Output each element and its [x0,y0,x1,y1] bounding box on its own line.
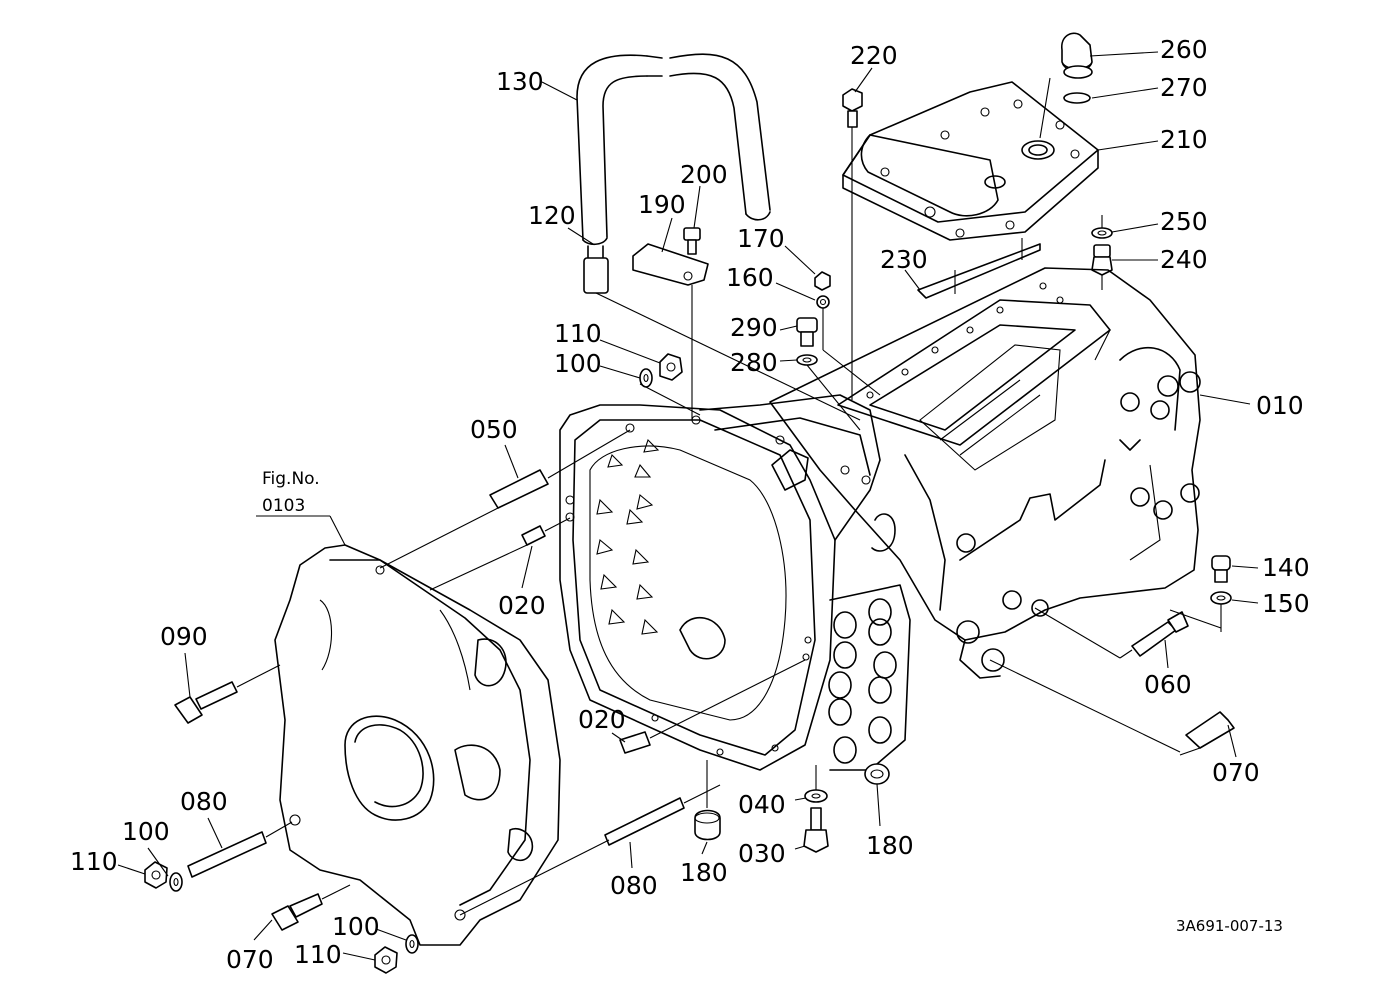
part-bolt-240 [1091,244,1113,290]
part-fitting-120 [583,245,861,421]
callout-240: 240 [1160,245,1208,274]
part-plug-140 [1211,555,1231,583]
callout-220: 220 [850,41,898,70]
callout-100-bottom: 100 [332,912,380,941]
callout-140: 140 [1262,553,1310,582]
part-stud-080-left [187,821,293,878]
callout-050: 050 [470,415,518,444]
callout-250: 250 [1160,207,1208,236]
callout-020-lower: 020 [578,705,626,734]
drawing-code: 3A691-007-13 [1176,917,1283,935]
part-engine-plate-fig0103 [274,544,561,946]
callout-180-center: 180 [680,858,728,887]
callout-200: 200 [680,160,728,189]
callout-labels: 130 220 260 270 210 200 190 120 170 250 … [70,35,1310,974]
callout-070-right: 070 [1212,758,1260,787]
callout-080-left: 080 [180,787,228,816]
part-nut-110-bottom [374,946,398,974]
figure-ref-line2: 0103 [262,496,305,516]
callout-110-upper: 110 [554,319,602,348]
callout-270: 270 [1160,73,1208,102]
callout-110-bottom: 110 [294,940,342,969]
figure-ref-line1: Fig.No. [262,469,320,489]
part-washer-150 [1169,591,1232,632]
callout-120: 120 [528,201,576,230]
callout-080-right: 080 [610,871,658,900]
part-o-ring-270 [1039,77,1091,139]
part-stud-050 [379,429,631,569]
callout-170: 170 [737,224,785,253]
callout-100-upper: 100 [554,349,602,378]
part-washer-100-bottom [405,934,419,954]
callout-070-left: 070 [226,945,274,974]
part-clutch-housing [559,394,911,771]
part-nut-110-upper [659,353,683,381]
callout-130: 130 [496,67,544,96]
callout-180-right: 180 [866,831,914,860]
callout-030: 030 [738,839,786,868]
callout-060: 060 [1144,670,1192,699]
callout-280: 280 [730,348,778,377]
callout-010: 010 [1256,391,1304,420]
part-washer-100-left [169,872,183,892]
part-pin-020-upper [429,517,571,591]
part-cover-210 [842,81,1099,241]
callout-100-left: 100 [122,817,170,846]
part-bolt-200 [683,227,701,420]
callout-230: 230 [880,245,928,274]
part-bolt-070-left [271,884,351,931]
part-gasket-230 [917,238,1041,299]
part-washer-250 [1091,215,1113,239]
part-plug-180-center [694,760,721,841]
part-bolt-220 [842,88,863,400]
leader-lines [117,51,1259,961]
part-bolt-090 [174,664,281,724]
callout-290: 290 [730,313,778,342]
callout-260: 260 [1160,35,1208,64]
part-oil-cap-260 [1061,32,1093,79]
part-pin-020-lower [619,659,806,754]
part-plug-290 [796,317,861,431]
callout-090: 090 [160,622,208,651]
callout-160: 160 [726,263,774,292]
part-plate-190 [632,243,709,286]
part-hose-130 [576,53,771,246]
part-washer-040 [804,765,828,803]
callout-040: 040 [738,790,786,819]
part-bolt-060 [1034,607,1189,659]
part-bolt-070-right [989,659,1235,756]
callout-210: 210 [1160,125,1208,154]
callout-190: 190 [638,190,686,219]
part-bolt-030 [803,807,829,853]
part-transmission-case-010 [769,267,1201,679]
part-nut-110-left [144,861,168,889]
callout-110-left: 110 [70,847,118,876]
callout-020-upper: 020 [498,591,546,620]
part-bolt-170 [814,271,881,396]
part-stud-080-right [459,784,721,916]
callout-150: 150 [1262,589,1310,618]
part-plug-180-right [864,763,890,785]
